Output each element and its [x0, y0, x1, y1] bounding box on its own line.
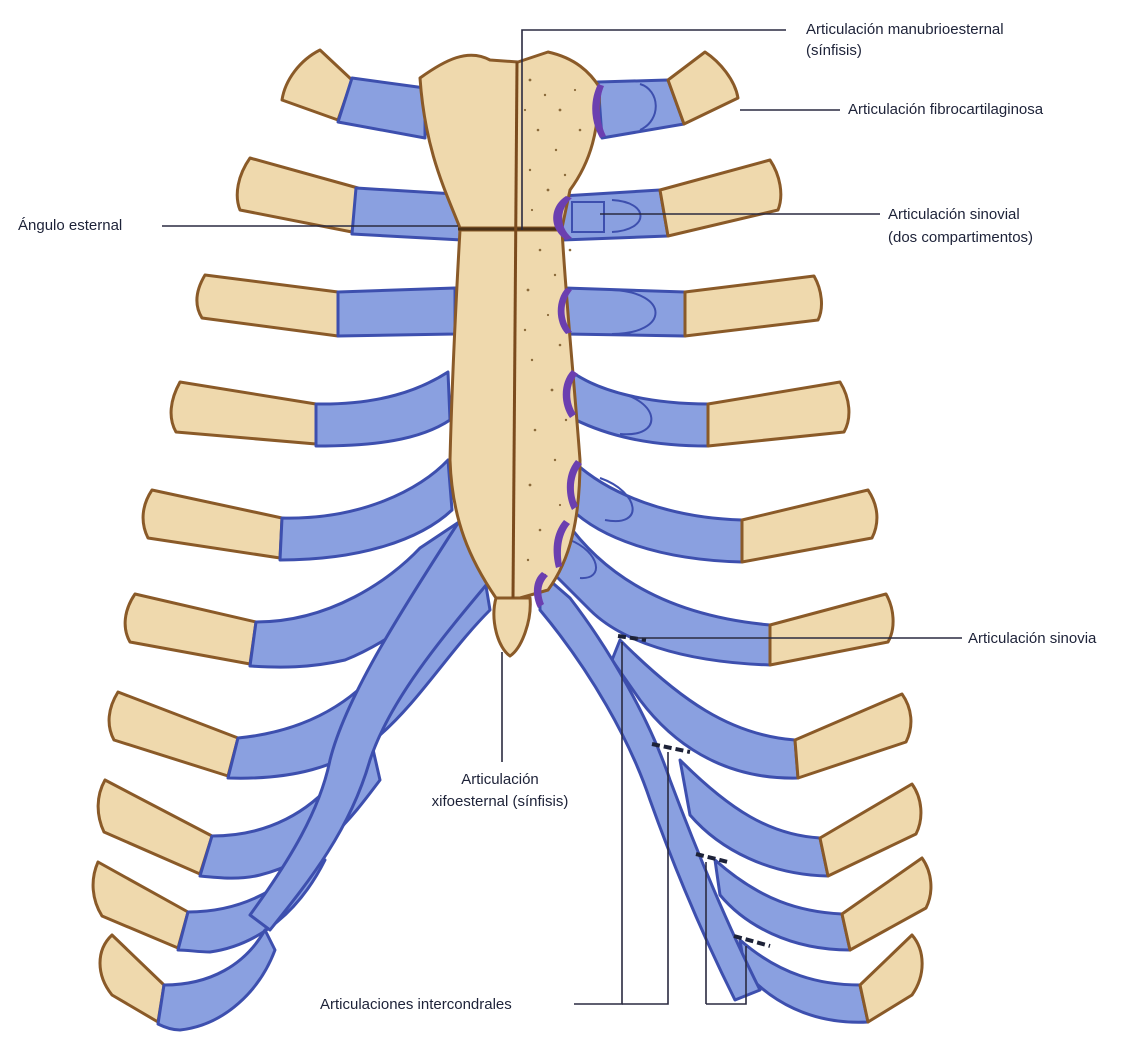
left-rib-6	[123, 518, 480, 669]
right-rib-9	[713, 856, 933, 952]
label-xiphisternal-joint-line1: Articulación	[461, 771, 539, 788]
xiphoid-process	[492, 596, 532, 658]
right-rib-6	[550, 518, 895, 667]
leader-lines	[162, 29, 962, 1005]
left-costal-margin	[248, 518, 494, 932]
right-ribs	[538, 50, 933, 1024]
synovial-capsules	[533, 84, 606, 608]
right-rib-2	[560, 158, 783, 242]
right-costal-margin	[538, 570, 762, 1002]
right-rib-7	[610, 638, 913, 780]
sternum-cut-surface	[523, 78, 582, 577]
label-synovial-two-compartments-line1: Articulación sinovial	[888, 206, 1020, 223]
label-fibrocartilaginous-joint: Articulación fibrocartilaginosa	[848, 101, 1044, 118]
right-rib-4	[566, 370, 851, 448]
right-rib-8	[678, 758, 923, 878]
left-rib-5	[141, 458, 454, 562]
left-rib-8	[96, 743, 382, 880]
left-rib-10	[98, 928, 277, 1032]
right-rib-1	[596, 50, 740, 140]
left-ribs	[91, 48, 494, 1032]
label-manubriosternal-joint-line2: (sínfisis)	[806, 42, 862, 59]
right-rib-10	[738, 933, 924, 1024]
left-rib-4	[169, 370, 452, 448]
label-sternal-angle: Ángulo esternal	[18, 217, 122, 234]
left-rib-3	[195, 273, 457, 338]
right-rib-5	[568, 460, 879, 564]
label-interchondral-joints: Articulaciones intercondrales	[320, 996, 512, 1013]
label-manubriosternal-joint-line1: Articulación manubrioesternal	[806, 21, 1004, 38]
left-rib-2	[235, 156, 464, 242]
label-xiphisternal-joint-line2: xifoesternal (sínfisis)	[432, 793, 569, 810]
right-rib-3	[563, 274, 823, 338]
sternum	[418, 50, 602, 658]
sternum-midline	[511, 61, 519, 599]
label-synovial-two-compartments-line2: (dos compartimentos)	[888, 229, 1033, 246]
interchondral-markers	[617, 634, 771, 948]
left-rib-1	[280, 48, 427, 140]
label-synovial-joint: Articulación sinovia	[968, 630, 1097, 647]
